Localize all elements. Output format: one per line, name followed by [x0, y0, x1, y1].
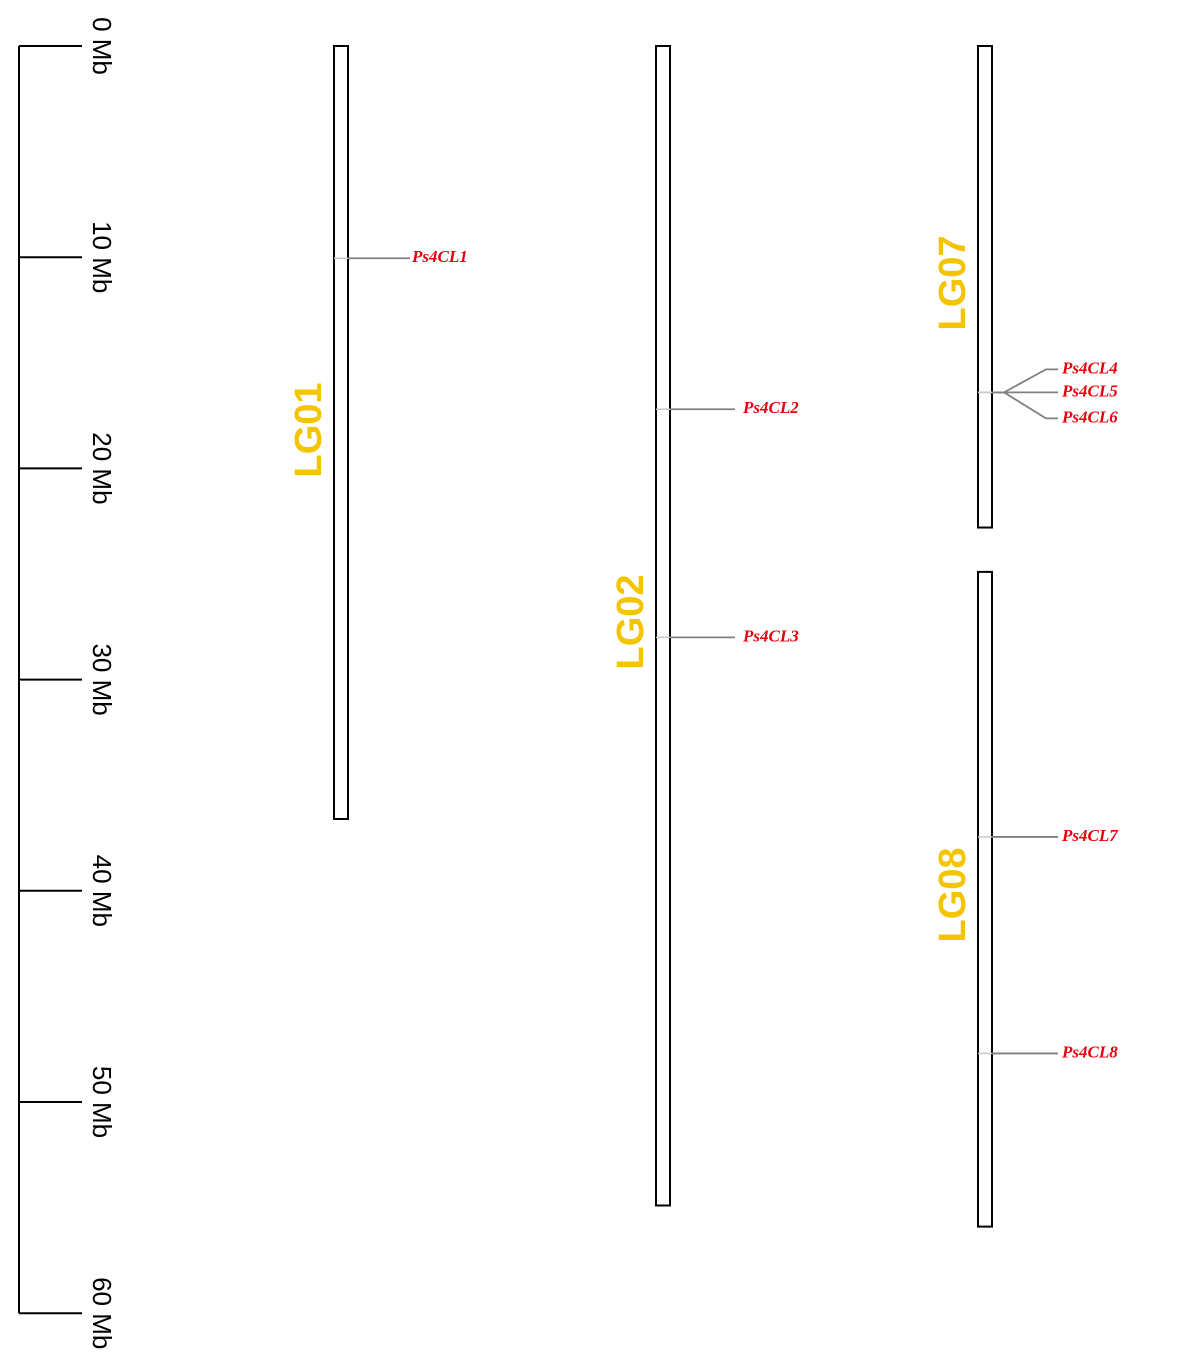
chromosome-label: LG01	[288, 382, 330, 477]
gene-label: Ps4CL8	[1061, 1042, 1118, 1061]
scale-tick-label: 60 Mb	[87, 1277, 117, 1349]
gene-label: Ps4CL7	[1061, 826, 1119, 845]
gene-label: Ps4CL4	[1061, 358, 1118, 377]
scale-tick-label: 0 Mb	[87, 17, 117, 75]
scale-bar: 0 Mb 10 Mb 20 Mb 30 Mb 40 Mb 50 Mb 60 Mb	[18, 17, 117, 1349]
scale-tick-label: 20 Mb	[87, 432, 117, 504]
chromosome-bar	[655, 45, 671, 1207]
chromosome-bar	[333, 45, 349, 820]
scale-tick-label: 10 Mb	[87, 221, 117, 293]
chromosome-bar	[977, 570, 993, 1228]
gene-label: Ps4CL2	[742, 398, 799, 417]
chromosome-label: LG02	[610, 574, 652, 669]
scale-tick-label: 30 Mb	[87, 643, 117, 715]
gene-connector	[992, 391, 1058, 420]
scale-tick-label: 40 Mb	[87, 855, 117, 927]
scale-tick-label: 50 Mb	[87, 1066, 117, 1138]
gene-label: Ps4CL5	[1061, 381, 1118, 400]
chromosome-lg01: LG01 Ps4CL1	[288, 45, 468, 820]
chromosome-label: LG07	[932, 235, 974, 330]
gene-label: Ps4CL3	[742, 626, 799, 645]
gene-connector	[992, 368, 1058, 394]
gene-label: Ps4CL6	[1061, 407, 1118, 426]
gene-label: Ps4CL1	[411, 247, 468, 266]
chromosome-bar	[977, 45, 993, 529]
chromosome-label: LG08	[932, 847, 974, 942]
